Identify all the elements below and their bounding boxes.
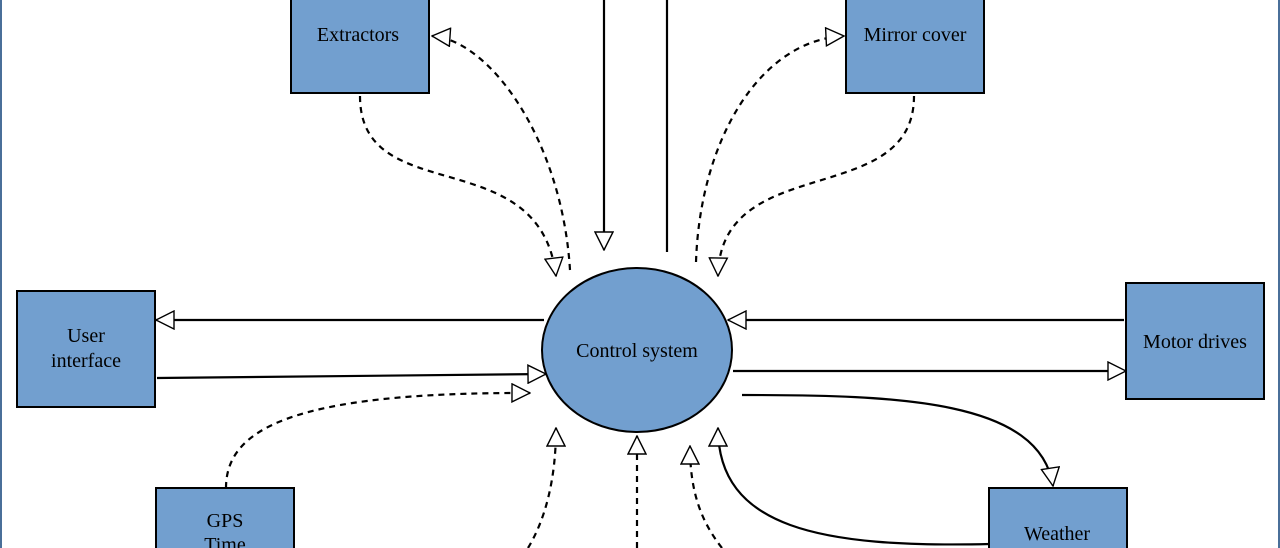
arrow-bottom-right-to-control bbox=[690, 446, 723, 548]
arrow-mirror-cover-to-control bbox=[718, 95, 916, 276]
arrow-weather-to-control bbox=[718, 428, 991, 546]
node-user-interface-label-line2: interface bbox=[51, 350, 121, 372]
arrow-bottom-left-to-control bbox=[527, 428, 556, 548]
node-user-interface-label-line1: User bbox=[67, 325, 105, 347]
node-control-system-label: Control system bbox=[576, 340, 698, 362]
arrow-user-interface-to-control bbox=[156, 374, 546, 378]
node-mirror-cover: Mirror cover bbox=[845, 0, 985, 94]
arrow-control-to-extractors bbox=[432, 36, 572, 271]
arrow-extractors-to-control bbox=[358, 95, 556, 276]
node-weather-label: Weather bbox=[1024, 523, 1090, 545]
arrow-control-to-weather bbox=[741, 393, 1053, 486]
node-control-system: Control system bbox=[541, 267, 733, 433]
node-extractors: Extractors bbox=[290, 0, 430, 94]
node-gps-time: GPS Time bbox=[155, 487, 295, 548]
node-motor-drives-label: Motor drives bbox=[1143, 331, 1247, 353]
node-gps-time-label-line1: GPS bbox=[207, 510, 244, 532]
node-extractors-label: Extractors bbox=[317, 24, 399, 46]
node-weather: Weather bbox=[988, 487, 1128, 548]
arrow-control-to-mirror-cover bbox=[694, 36, 844, 263]
node-mirror-cover-label: Mirror cover bbox=[864, 24, 967, 46]
node-motor-drives: Motor drives bbox=[1125, 282, 1265, 400]
node-gps-time-label-line2: Time bbox=[204, 534, 246, 548]
arrow-gps-to-control bbox=[224, 393, 530, 489]
node-user-interface: User interface bbox=[16, 290, 156, 408]
